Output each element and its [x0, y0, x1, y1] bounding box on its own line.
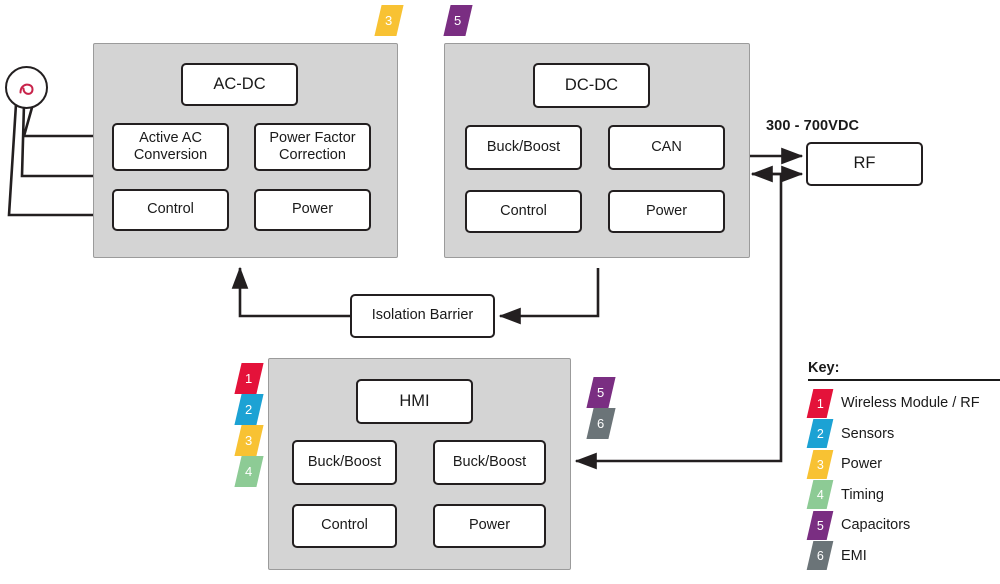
block-dc-dc-power[interactable]: Power	[608, 190, 725, 233]
block-ac-dc-control[interactable]: Control	[112, 189, 229, 231]
badge-ac-dc-3-label: 3	[385, 13, 393, 28]
key-label-5: Capacitors	[841, 517, 911, 534]
key-label-3: Power	[841, 456, 883, 473]
key-item-wireless-module-rf: 1 Wireless Module / RF	[806, 388, 998, 419]
key-swatch-3: 3	[806, 449, 834, 479]
badge-hmi-2-label: 2	[245, 402, 253, 417]
key-swatch-5: 5	[806, 510, 834, 540]
voltage-label: 300 - 700VDC	[766, 118, 860, 134]
key-swatch-5-num: 5	[816, 518, 824, 533]
block-ac-dc-header[interactable]: AC-DC	[181, 63, 298, 106]
key-swatch-1-num: 1	[816, 396, 824, 411]
key-label-2: Sensors	[841, 425, 895, 442]
badge-hmi-5-label: 5	[597, 385, 605, 400]
ac-source	[5, 66, 48, 109]
wire-ac-line1	[22, 103, 95, 138]
block-hmi-control[interactable]: Control	[292, 504, 397, 548]
badge-hmi-3-label: 3	[245, 433, 253, 448]
key-divider	[808, 379, 1000, 381]
key-swatch-2: 2	[806, 419, 834, 449]
badge-dc-dc-5: 5	[443, 5, 473, 36]
block-dc-dc-header[interactable]: DC-DC	[533, 63, 650, 108]
badge-hmi-6-label: 6	[597, 416, 605, 431]
key-swatch-4: 4	[806, 480, 834, 510]
badge-hmi-6: 6	[586, 408, 616, 439]
key-title: Key:	[808, 360, 840, 376]
badge-hmi-4: 4	[234, 456, 264, 487]
key-item-timing: 4 Timing	[806, 480, 998, 511]
block-rf[interactable]: RF	[806, 142, 923, 186]
wire-ac-line2	[20, 103, 95, 178]
key-item-power: 3 Power	[806, 449, 998, 480]
badge-dc-dc-5-label: 5	[454, 13, 462, 28]
key-legend: Key: 1 Wireless Module / RF 2 Sensors 3 …	[806, 360, 1000, 572]
block-active-ac-conversion[interactable]: Active AC Conversion	[112, 123, 229, 171]
block-isolation-barrier[interactable]: Isolation Barrier	[350, 294, 495, 338]
block-hmi-header[interactable]: HMI	[356, 379, 473, 424]
badge-hmi-3: 3	[234, 425, 264, 456]
key-swatch-3-num: 3	[816, 457, 824, 472]
block-dc-dc-buck-boost[interactable]: Buck/Boost	[465, 125, 582, 170]
key-label-1: Wireless Module / RF	[841, 395, 980, 412]
badge-ac-dc-3: 3	[374, 5, 404, 36]
block-power-factor-correction[interactable]: Power Factor Correction	[254, 123, 371, 171]
block-hmi-buck-boost-right[interactable]: Buck/Boost	[433, 440, 546, 485]
wire-dcdc-to-iso	[498, 268, 600, 325]
block-hmi-power[interactable]: Power	[433, 504, 546, 548]
key-label-4: Timing	[841, 486, 884, 503]
badge-hmi-4-label: 4	[245, 464, 253, 479]
sine-wave-icon	[19, 83, 34, 95]
key-swatch-4-num: 4	[816, 487, 824, 502]
key-item-emi: 6 EMI	[806, 541, 998, 572]
block-dc-dc-can[interactable]: CAN	[608, 125, 725, 170]
key-swatch-6: 6	[806, 541, 834, 571]
badge-hmi-2: 2	[234, 394, 264, 425]
key-item-capacitors: 5 Capacitors	[806, 510, 998, 541]
badge-hmi-1-label: 1	[245, 371, 253, 386]
key-swatch-2-num: 2	[816, 426, 824, 441]
wire-ac-line3	[7, 103, 95, 217]
wire-iso-to-acdc	[231, 266, 350, 318]
key-swatch-6-num: 6	[816, 548, 824, 563]
block-dc-dc-control[interactable]: Control	[465, 190, 582, 233]
badge-hmi-1: 1	[234, 363, 264, 394]
badge-hmi-5: 5	[586, 377, 616, 408]
block-hmi-buck-boost-left[interactable]: Buck/Boost	[292, 440, 397, 485]
key-label-6: EMI	[841, 547, 867, 564]
key-swatch-1: 1	[806, 388, 834, 418]
block-ac-dc-power[interactable]: Power	[254, 189, 371, 231]
key-item-sensors: 2 Sensors	[806, 419, 998, 450]
